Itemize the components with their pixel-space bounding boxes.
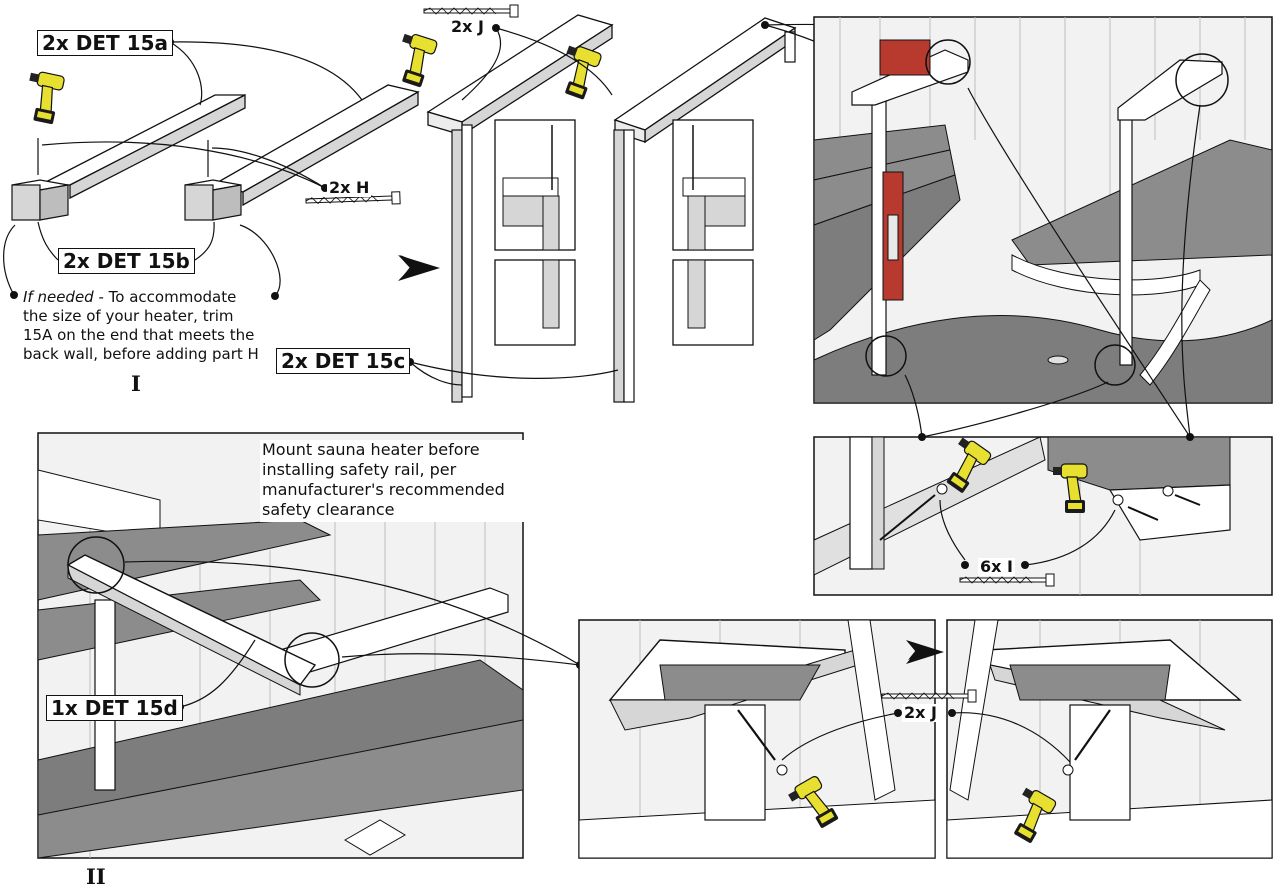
detail-box-right-top: [672, 119, 754, 251]
heater-note: Mount sauna heater before installing saf…: [260, 440, 524, 522]
step-number-2: II: [86, 864, 106, 889]
part-15b-left: [11, 179, 69, 221]
trim-note-text: - To accommodate the size of your heater…: [23, 288, 259, 363]
sauna-install-view: [813, 16, 1273, 404]
drill-icon: [20, 69, 66, 126]
label-screw-j-top: 2x J: [449, 17, 486, 36]
assembled-frame-right: [613, 17, 797, 403]
leader-lines-step2: [124, 560, 581, 708]
label-screw-h: 2x H: [327, 178, 372, 197]
trim-note-prefix: If needed: [23, 288, 94, 306]
leader-lines-rail: [781, 712, 1071, 763]
label-det-15c: 2x DET 15c: [276, 348, 411, 374]
screw-detail-view: [813, 436, 1273, 596]
label-det-15d: 1x DET 15d: [46, 695, 183, 721]
level-icon: [879, 39, 931, 76]
rail-screw-before-view: [578, 619, 936, 859]
leader-lines-step1: [3, 41, 363, 297]
part-15b-right: [184, 179, 242, 221]
leader-lines-detail: [904, 87, 1201, 566]
detail-box-left-top: [494, 119, 576, 251]
detail-box-right-bottom: [672, 259, 754, 346]
label-det-15b: 2x DET 15b: [58, 248, 195, 274]
part-15a-left: [39, 93, 246, 200]
drill-icon: [389, 30, 439, 89]
rail-screw-after-view: [946, 619, 1273, 859]
trim-note: If needed - To accommodate the size of y…: [23, 288, 263, 364]
label-screw-j-bottom: 2x J: [902, 703, 939, 722]
label-det-15a: 2x DET 15a: [37, 30, 173, 56]
label-screw-i: 6x I: [978, 557, 1015, 576]
step-number-1: I: [131, 371, 141, 396]
detail-box-left-bottom: [494, 259, 576, 346]
screw-icon: [423, 4, 519, 18]
